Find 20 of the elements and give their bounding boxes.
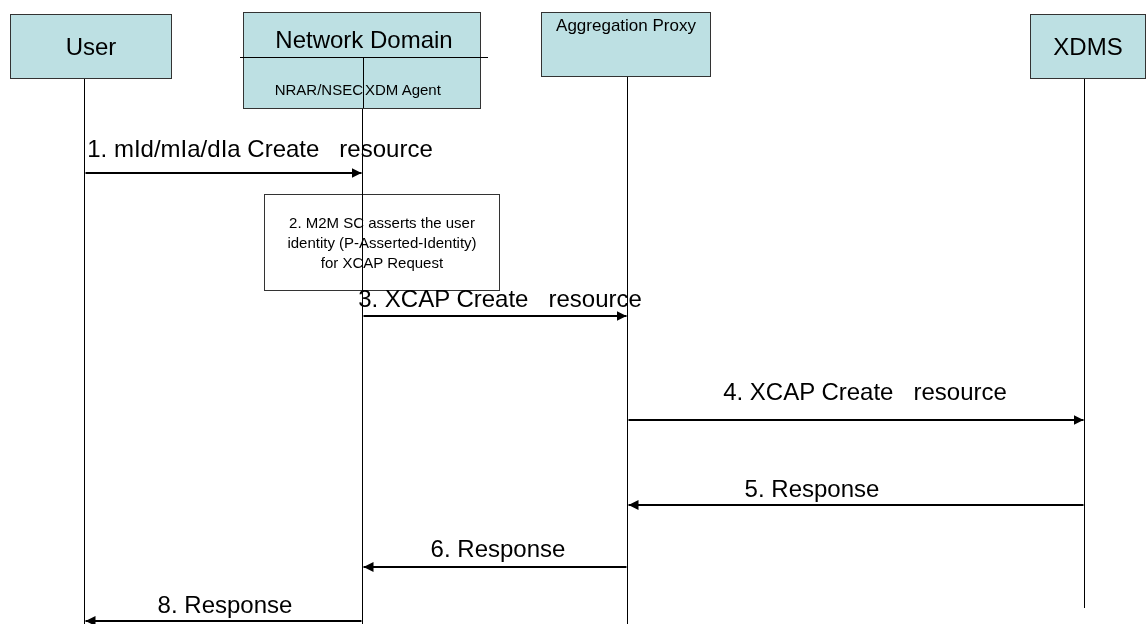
participant-box: Aggregation Proxy: [541, 12, 711, 77]
edge-label: 4. XCAP Create resource: [722, 378, 1008, 406]
edge-label: 8. Response: [156, 591, 294, 619]
sub-participant-name: NRAR/NSEC: [273, 80, 363, 100]
participant-box: User: [10, 14, 172, 79]
message-arrow: [362, 562, 628, 572]
edge-label: 5. Response: [743, 475, 881, 503]
message-arrow: [84, 168, 363, 178]
message-arrow: [627, 415, 1085, 425]
message-arrow: [362, 311, 628, 321]
sub-participant-name: XDM Agent: [365, 80, 442, 100]
lifeline: [362, 109, 363, 624]
lifeline: [1084, 79, 1085, 608]
message-arrow: [627, 500, 1085, 510]
message-arrow: [84, 616, 363, 624]
lifeline: [84, 79, 85, 624]
participant-name: Network Domain: [240, 23, 488, 58]
edge-label: 6. Response: [429, 535, 567, 563]
participant-box: XDMS: [1030, 14, 1146, 79]
lifeline: [627, 77, 628, 624]
